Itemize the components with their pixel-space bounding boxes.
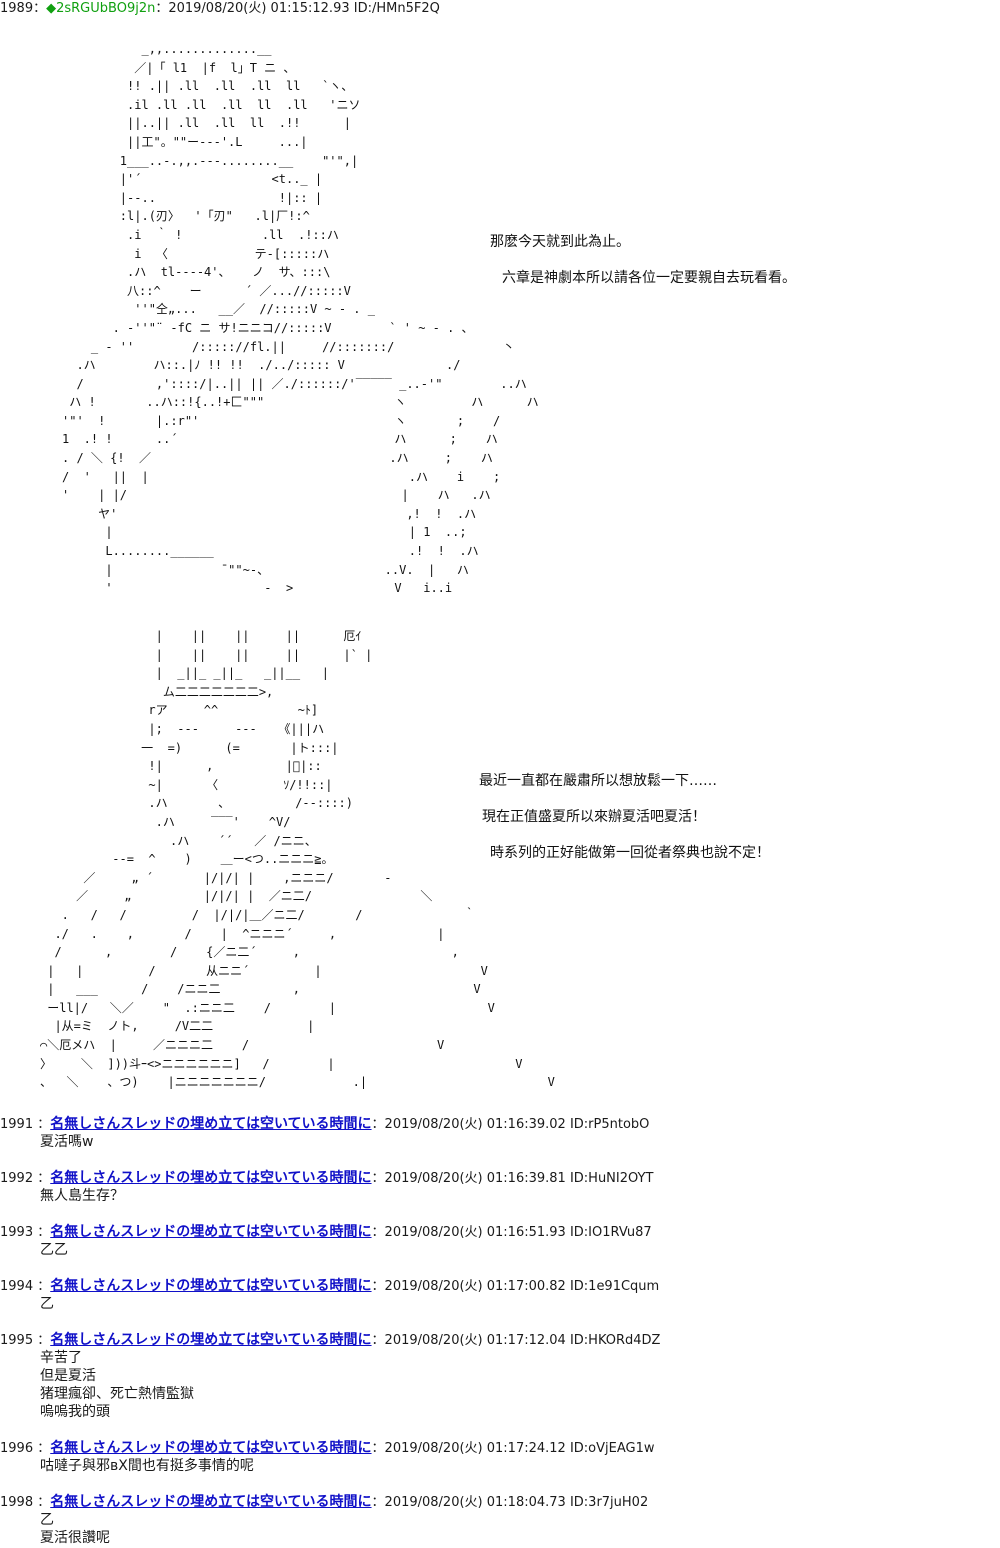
poster-name-link[interactable]: 名無しさんスレッドの埋め立ては空いている時間に bbox=[50, 1116, 372, 1132]
post-number: 1991 bbox=[0, 1117, 34, 1132]
post-line: 乙乙 bbox=[40, 1242, 68, 1258]
post-number: 1992 bbox=[0, 1171, 34, 1186]
poster-name-link[interactable]: 名無しさんスレッドの埋め立ては空いている時間に bbox=[50, 1278, 372, 1294]
post-line: 猪理瘋卻、死亡熱情監獄 bbox=[40, 1386, 194, 1402]
post-line: 乙 bbox=[40, 1512, 54, 1528]
post-line: 但是夏活 bbox=[40, 1368, 96, 1384]
post-line: 無人島生存？ bbox=[40, 1188, 124, 1204]
reply-post: 1992 ：名無しさんスレッドの埋め立ては空いている時間に：2019/08/20… bbox=[0, 1170, 654, 1204]
header-post: 1989：◆2sRGUbBO9j2n：2019/08/20(火) 01:15:1… bbox=[0, 0, 440, 18]
poster-name-link[interactable]: 名無しさんスレッドの埋め立ては空いている時間に bbox=[50, 1224, 372, 1240]
speech-line-5: 時系列的正好能做第一回從者祭典也說不定！ bbox=[490, 845, 770, 861]
post-meta: ：2019/08/20(火) 01:17:12.04 ID:HKORd4DZ bbox=[371, 1333, 661, 1348]
post-meta: ：2019/08/20(火) 01:17:00.82 ID:1e91Cqum bbox=[371, 1279, 660, 1294]
poster-name-link[interactable]: 名無しさんスレッドの埋め立ては空いている時間に bbox=[50, 1332, 372, 1348]
reply-post: 1995 ：名無しさんスレッドの埋め立ては空いている時間に：2019/08/20… bbox=[0, 1332, 661, 1420]
post-number: 1994 bbox=[0, 1279, 34, 1294]
post-line: 乙 bbox=[40, 1296, 54, 1312]
speech-line-4: 現在正值盛夏所以來辦夏活吧夏活！ bbox=[482, 809, 706, 825]
post-meta: ：2019/08/20(火) 01:16:39.81 ID:HuNI2OYT bbox=[371, 1171, 654, 1186]
speech-line-3: 最近一直都在嚴肅所以想放鬆一下…… bbox=[479, 773, 717, 789]
ascii-art-character-1: _,,.............__ ／|「 l1 |f l」T ニ 、 !! … bbox=[62, 42, 539, 596]
trip-code: 2sRGUbBO9j2n bbox=[56, 1, 156, 16]
reply-post: 1996 ：名無しさんスレッドの埋め立ては空いている時間に：2019/08/20… bbox=[0, 1440, 655, 1474]
post-number: 1995 bbox=[0, 1333, 34, 1348]
poster-name-link[interactable]: 名無しさんスレッドの埋め立ては空いている時間に bbox=[50, 1440, 372, 1456]
speech-line-1: 那麽今天就到此為止。 bbox=[490, 234, 630, 250]
speech-line-2: 六章是神劇本所以請各位一定要親自去玩看看。 bbox=[502, 270, 796, 286]
post-line: 咕噠子與邪вX間也有挺多事情的呢 bbox=[40, 1458, 254, 1474]
poster-name-link[interactable]: 名無しさんスレッドの埋め立ては空いている時間に bbox=[50, 1494, 372, 1510]
post-line: 夏活嗎w bbox=[40, 1134, 94, 1150]
separator: ： bbox=[33, 1, 47, 16]
post-line: 辛苦了 bbox=[40, 1350, 82, 1366]
post-meta: ：2019/08/20(火) 01:16:51.93 ID:IO1RVu87 bbox=[371, 1225, 652, 1240]
reply-post: 1998 ：名無しさんスレッドの埋め立ては空いている時間に：2019/08/20… bbox=[0, 1494, 649, 1546]
post-number: 1998 bbox=[0, 1495, 34, 1510]
post-line: 嗚嗚我的頭 bbox=[40, 1404, 110, 1420]
ascii-art-character-2: | || || || 厄ｲ | || || || |` | | _||_ _||… bbox=[40, 629, 555, 1090]
reply-post: 1993 ：名無しさんスレッドの埋め立ては空いている時間に：2019/08/20… bbox=[0, 1224, 652, 1258]
post-meta: ：2019/08/20(火) 01:16:39.02 ID:rP5ntobO bbox=[371, 1117, 650, 1132]
reply-post: 1991 ：名無しさんスレッドの埋め立ては空いている時間に：2019/08/20… bbox=[0, 1116, 650, 1150]
reply-post: 1994 ：名無しさんスレッドの埋め立ては空いている時間に：2019/08/20… bbox=[0, 1278, 660, 1312]
trip-diamond-icon: ◆ bbox=[46, 1, 57, 16]
post-number: 1996 bbox=[0, 1441, 34, 1456]
post-meta: ：2019/08/20(火) 01:18:04.73 ID:3r7juH02 bbox=[371, 1495, 649, 1510]
post-number: 1993 bbox=[0, 1225, 34, 1240]
post-meta: ：2019/08/20(火) 01:15:12.93 ID:/HMn5F2Q bbox=[155, 1, 440, 16]
poster-name-link[interactable]: 名無しさんスレッドの埋め立ては空いている時間に bbox=[50, 1170, 372, 1186]
post-line: 夏活很讚呢 bbox=[40, 1530, 110, 1546]
post-number: 1989 bbox=[0, 1, 34, 16]
post-meta: ：2019/08/20(火) 01:17:24.12 ID:oVjEAG1w bbox=[371, 1441, 655, 1456]
